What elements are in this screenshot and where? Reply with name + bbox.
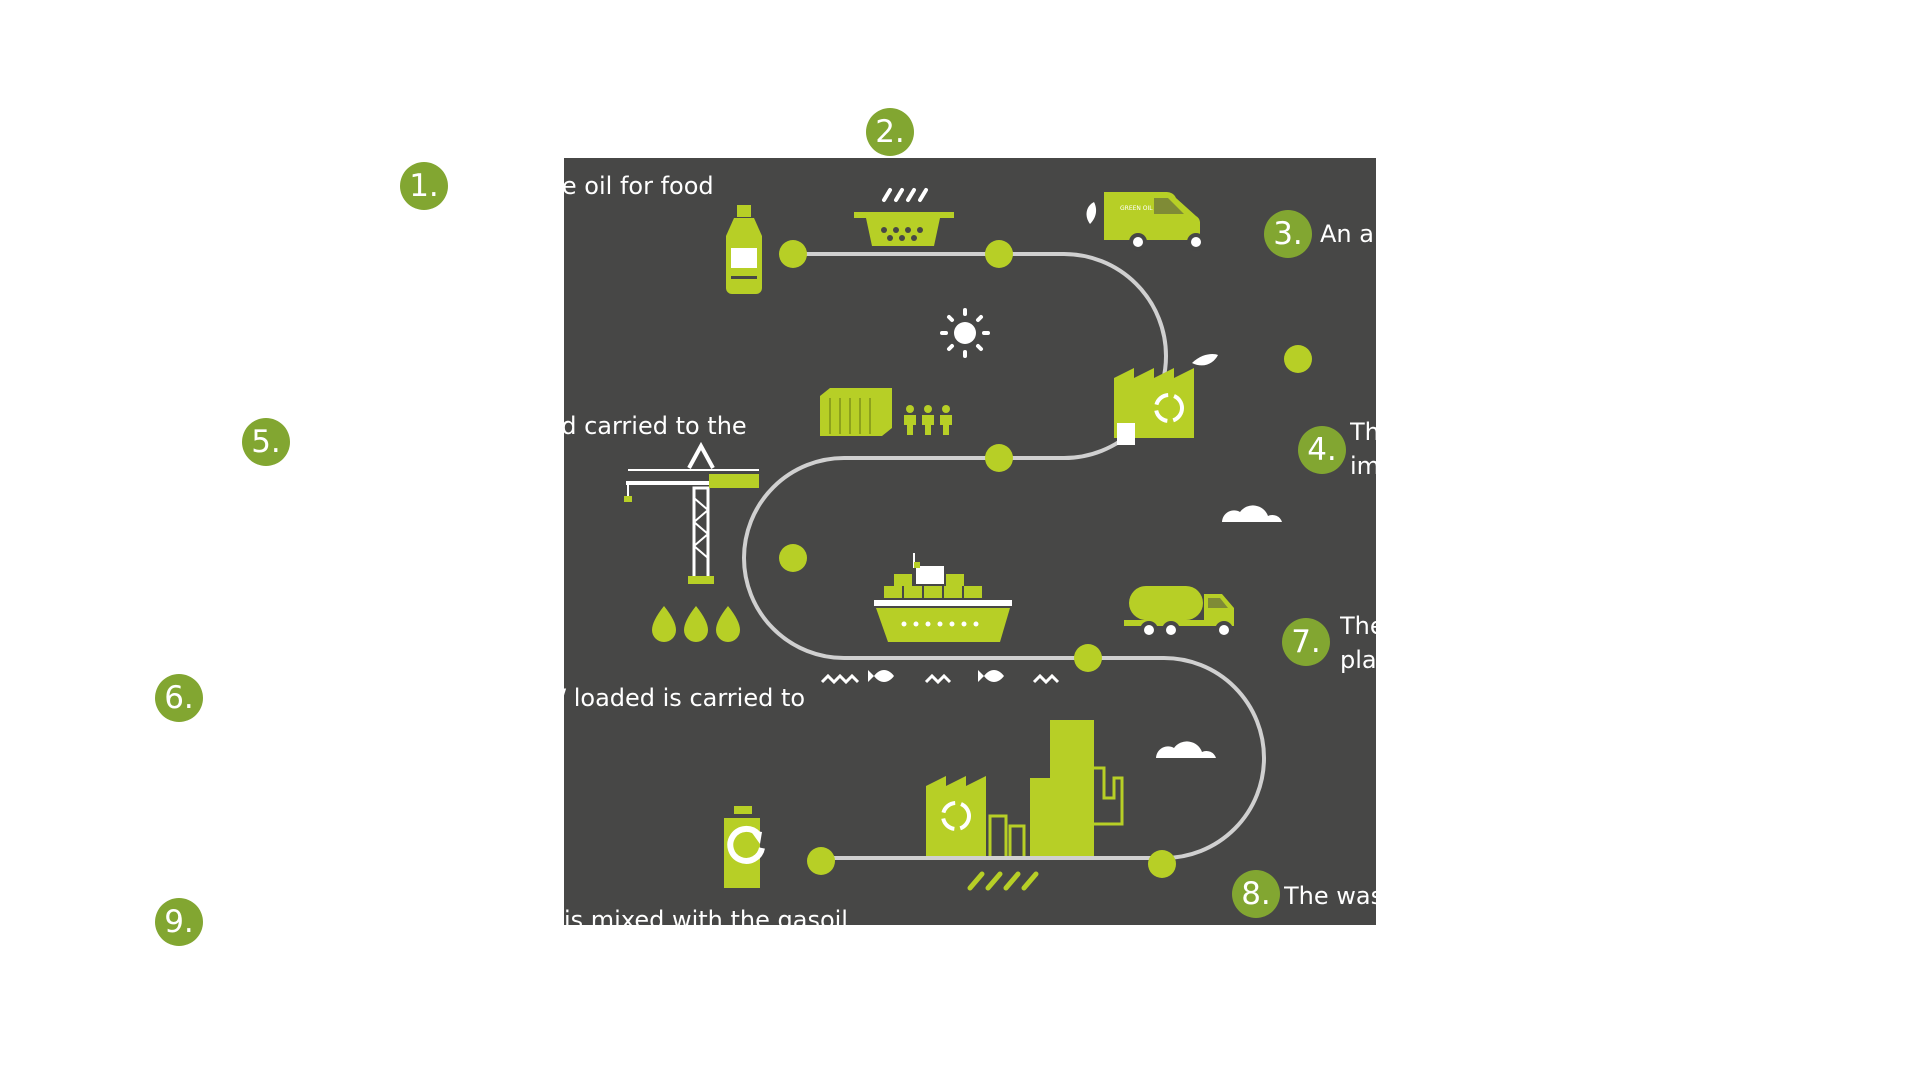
refinery-icon	[926, 720, 1124, 856]
crane-icon	[624, 441, 759, 584]
step-7-badge: 7.	[1282, 618, 1330, 666]
step-1-caption: ble oil for food	[540, 172, 714, 200]
path-nodes	[779, 240, 1312, 878]
step-9-badge: 9.	[155, 898, 203, 946]
step-3-badge: 3.	[1264, 210, 1312, 258]
delivery-van-icon: GREEN OIL	[1086, 191, 1205, 251]
step-3-caption-clip: An a	[1318, 216, 1376, 256]
process-path	[742, 252, 1266, 860]
step-7-caption-line2: pla	[1340, 646, 1376, 674]
step-3-caption: An a	[1320, 220, 1374, 248]
step-9-caption: is mixed with the gasoil	[564, 906, 848, 925]
people-icon	[904, 405, 952, 435]
container-icon	[820, 388, 892, 436]
step-4-caption-line1: Th	[1350, 418, 1376, 446]
path-node-2	[985, 240, 1013, 268]
cargo-ship-icon	[874, 553, 1012, 642]
process-illustration-panel: GREEN OIL	[564, 158, 1376, 925]
tanker-truck-icon	[1124, 586, 1234, 639]
step-9-caption-clip: is mixed with the gasoil	[564, 896, 894, 925]
bottle-icon	[726, 205, 762, 294]
sun-icon	[940, 308, 990, 358]
step-6-caption: / loaded is carried to	[564, 684, 806, 712]
path-node-7	[1148, 850, 1176, 878]
step-8-caption: The was	[1284, 882, 1376, 910]
drops-icon	[652, 606, 740, 642]
process-path-illustration: GREEN OIL	[624, 188, 1312, 891]
exhaust-lines	[967, 871, 1039, 891]
path-node-1	[779, 240, 807, 268]
fuel-recycle-icon	[724, 806, 765, 888]
step-7-caption-clip: The pla	[1340, 608, 1376, 678]
frying-basket-icon	[854, 188, 954, 246]
factory-recycle-icon	[1114, 353, 1218, 445]
step-2-badge: 2.	[866, 108, 914, 156]
step-6-caption-clip: / loaded is carried to	[564, 672, 864, 712]
path-node-4	[985, 444, 1013, 472]
step-5-badge: 5.	[242, 418, 290, 466]
van-label: GREEN OIL	[1120, 205, 1153, 212]
cloud-icon	[1156, 505, 1282, 758]
step-5-caption: nd carried to the	[564, 412, 747, 440]
step-4-caption-line2: im	[1350, 452, 1376, 480]
step-4-caption-clip: Th im	[1350, 414, 1376, 484]
step-6-badge: 6.	[155, 674, 203, 722]
step-8-caption-clip: The was	[1284, 878, 1376, 918]
path-node-5	[779, 544, 807, 572]
waves-fish-icon	[820, 670, 1060, 685]
path-node-3	[1284, 345, 1312, 373]
step-7-caption-line1: The	[1340, 612, 1376, 640]
step-8-badge: 8.	[1232, 870, 1280, 918]
path-node-8	[807, 847, 835, 875]
step-4-badge: 4.	[1298, 426, 1346, 474]
step-5-caption-clip: nd carried to the	[564, 400, 864, 440]
path-node-6	[1074, 644, 1102, 672]
step-1-badge: 1.	[400, 162, 448, 210]
